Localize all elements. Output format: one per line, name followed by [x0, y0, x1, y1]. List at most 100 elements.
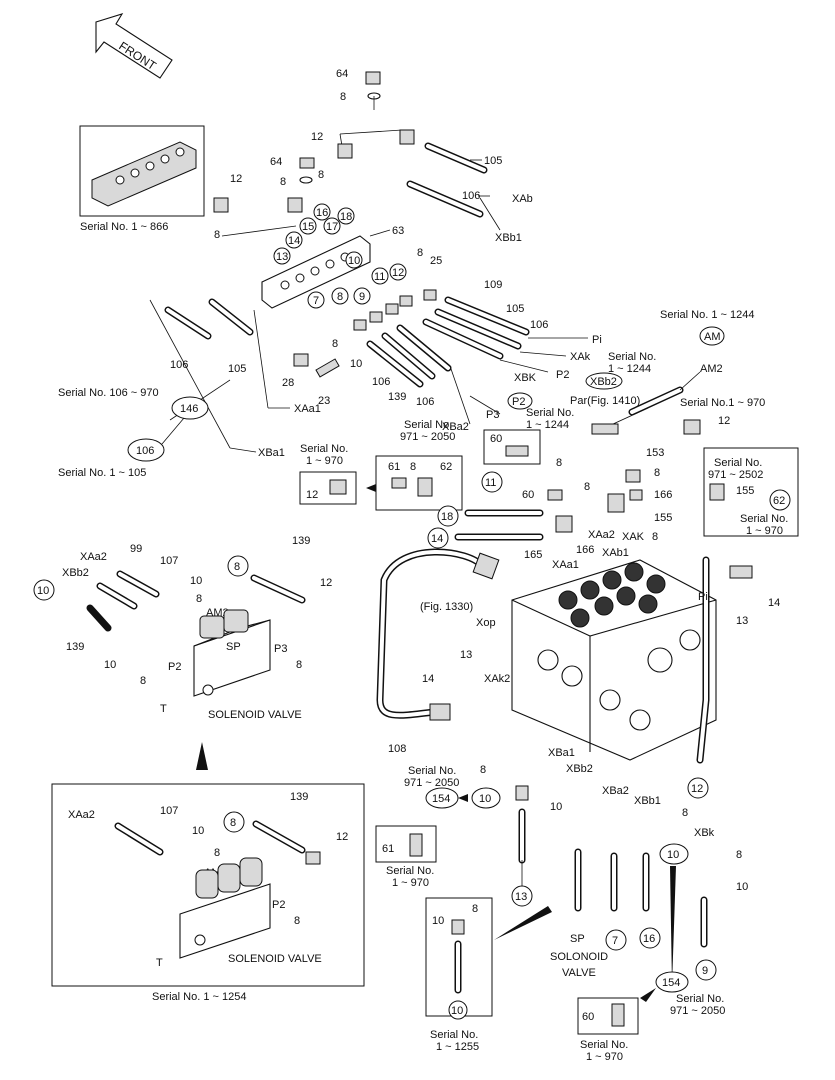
part-8i: 8 — [584, 481, 590, 493]
serial-971-2050-br-b: 971 ~ 2050 — [670, 1005, 725, 1017]
port-xab1: XAb1 — [602, 547, 629, 559]
callout-15: 15 — [302, 221, 314, 233]
part-12b: 12 — [230, 173, 242, 185]
serial-971-2502-b: 971 ~ 2502 — [708, 469, 763, 481]
callout-18: 18 — [340, 211, 352, 223]
serial-1-1244-b: 1 ~ 1244 — [608, 363, 651, 375]
manifold-block-63: 63 — [261, 225, 404, 309]
port-pi: Pi — [592, 334, 602, 346]
part-106d: 106 — [416, 396, 434, 408]
part-60a: 60 — [490, 433, 502, 445]
part-63: 63 — [392, 225, 404, 237]
part-155a: 155 — [736, 485, 754, 497]
port-xab: XAb — [512, 193, 533, 205]
part-106c: 106 — [372, 376, 390, 388]
fittings-top — [213, 71, 437, 378]
part-8s: 8 — [472, 903, 478, 915]
callout-10d: 10 — [451, 1005, 463, 1017]
serial-971-2050-low-b: 971 ~ 2050 — [404, 777, 459, 789]
right-top-labels: Serial No. 1 ~ 1244 AM AM2 Serial No. 1 … — [507, 309, 765, 435]
part-8f: 8 — [654, 467, 660, 479]
callout-8a: 8 — [234, 561, 240, 573]
port-xop: Xop — [476, 617, 496, 629]
port-sv-xbb2: XBb2 — [62, 567, 89, 579]
port-xba2b: XBa2 — [602, 785, 629, 797]
callout-8: 8 — [337, 291, 343, 303]
serial-971-2050-low-a: Serial No. — [408, 765, 456, 777]
part-139b: 139 — [292, 535, 310, 547]
front-label: FRONT — [116, 39, 159, 74]
serial-1-970-left-b: 1 ~ 970 — [306, 455, 343, 467]
part-10c: 10 — [104, 659, 116, 671]
part-8e: 8 — [332, 338, 338, 350]
solenoid-valve-1: SOLENOID VALVE — [208, 709, 302, 721]
port-xbb1: XBb1 — [495, 232, 522, 244]
solonoid-b: VALVE — [562, 967, 596, 979]
port-sv2-t: T — [156, 957, 163, 969]
serial-971-2050-br-a: Serial No. — [676, 993, 724, 1005]
part-14c: 14 — [768, 597, 780, 609]
part-61b: 61 — [382, 843, 394, 855]
serial-971-2502-a: Serial No. — [714, 457, 762, 469]
oval-154b: 154 — [662, 977, 680, 989]
part-139c: 139 — [66, 641, 84, 653]
port-p2: P2 — [556, 369, 569, 381]
part-13a: 13 — [460, 649, 472, 661]
oval-10b: 10 — [479, 793, 491, 805]
part-105b: 105 — [506, 303, 524, 315]
part-10e: 10 — [550, 801, 562, 813]
serial-1-970-left-a: Serial No. — [300, 443, 348, 455]
part-8-sv2: 8 — [140, 675, 146, 687]
port-xba1b: XBa1 — [548, 747, 575, 759]
port-sv-p2: P2 — [168, 661, 181, 673]
callout-13: 13 — [276, 251, 288, 263]
port-xak2: XAK — [622, 531, 645, 543]
top-hoses — [164, 142, 684, 541]
part-8r: 8 — [736, 849, 742, 861]
part-8g: 8 — [652, 531, 658, 543]
port-sv-sp: SP — [226, 641, 241, 653]
part-60c: 60 — [582, 1011, 594, 1023]
part-8m: 8 — [296, 659, 302, 671]
middle-right-parts: 153 8 166 155 8 XAK — [607, 447, 672, 543]
part-8d: 8 — [417, 247, 423, 259]
fig-1330: (Fig. 1330) — [420, 601, 473, 613]
serial-1-1254: Serial No. 1 ~ 1254 — [152, 991, 246, 1003]
part-165: 165 — [524, 549, 542, 561]
serial-1-970-br-b: 1 ~ 970 — [586, 1051, 623, 1063]
serial-1-866: Serial No. 1 ~ 866 — [80, 221, 168, 233]
serial-1-1255-b: 1 ~ 1255 — [436, 1041, 479, 1053]
center-fittings: 60 8 60 8 165 166 XAa2 XAb1 XAa1 11 18 1… — [427, 429, 629, 571]
oval-p2: P2 — [512, 396, 525, 408]
part-8p: 8 — [480, 764, 486, 776]
oval-146: 146 — [180, 403, 198, 415]
callout-16: 16 — [316, 207, 328, 219]
callout-12: 12 — [392, 267, 404, 279]
serial-1-105: Serial No. 1 ~ 105 — [58, 467, 146, 479]
serial-1-970-low-b: 1 ~ 970 — [392, 877, 429, 889]
part-12f: 12 — [320, 577, 332, 589]
serial-1-970-br-a: Serial No. — [580, 1039, 628, 1051]
part-105a: 105 — [484, 155, 502, 167]
callout-7b: 7 — [612, 935, 618, 947]
part-labels-top: 64 8 12 105 64 8 8 106 XAb 12 8 XBb1 8 2… — [58, 68, 602, 479]
port-xbk: XBK — [514, 372, 537, 384]
box-1-1254: XAa2 107 8 139 10 8 AM 12 P2 8 T SOLENOI… — [51, 783, 365, 1003]
callout-7: 7 — [313, 295, 319, 307]
port-sv-t: T — [160, 703, 167, 715]
part-28: 28 — [282, 377, 294, 389]
bottom-center: Serial No. 971 ~ 2050 154 10 8 61 Serial… — [375, 747, 748, 986]
port-sv2-p2: P2 — [272, 899, 285, 911]
part-61a: 61 — [388, 461, 400, 473]
callout-8b: 8 — [230, 817, 236, 829]
part-23: 23 — [318, 395, 330, 407]
part-107a: 107 — [160, 555, 178, 567]
serial-106-970: Serial No. 106 ~ 970 — [58, 387, 159, 399]
port-sv-p3: P3 — [274, 643, 287, 655]
front-arrow: FRONT — [95, 13, 173, 79]
part-8a: 8 — [340, 91, 346, 103]
oval-xbb2: XBb2 — [590, 376, 617, 388]
part-106e: 106 — [170, 359, 188, 371]
part-12a: 12 — [311, 131, 323, 143]
oval-10c: 10 — [667, 849, 679, 861]
